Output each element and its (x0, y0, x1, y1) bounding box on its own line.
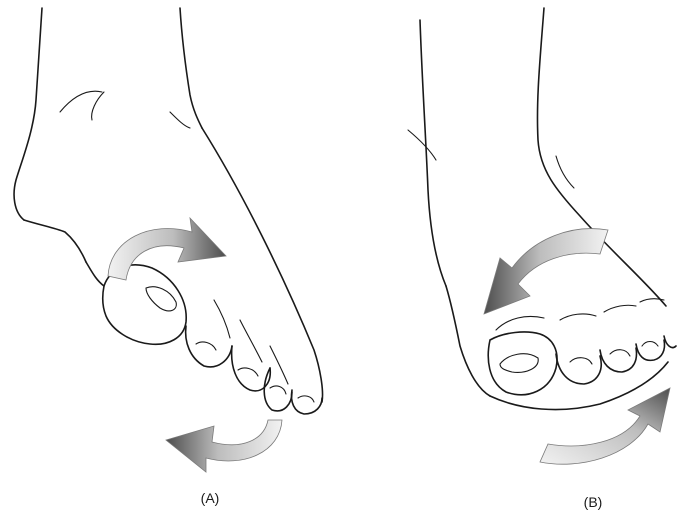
foot-a (14, 8, 322, 414)
panel-b (408, 8, 676, 464)
toe-rotation-arrow-b (540, 388, 670, 464)
panel-b-label: (B) (573, 494, 613, 510)
panel-a (14, 8, 322, 472)
forefoot-rotation-arrow-b (484, 229, 608, 314)
forefoot-rotation-arrow-a (108, 218, 226, 280)
toe-rotation-arrow-a (166, 420, 282, 472)
foot-b (408, 8, 676, 410)
panel-a-label: (A) (190, 490, 230, 506)
